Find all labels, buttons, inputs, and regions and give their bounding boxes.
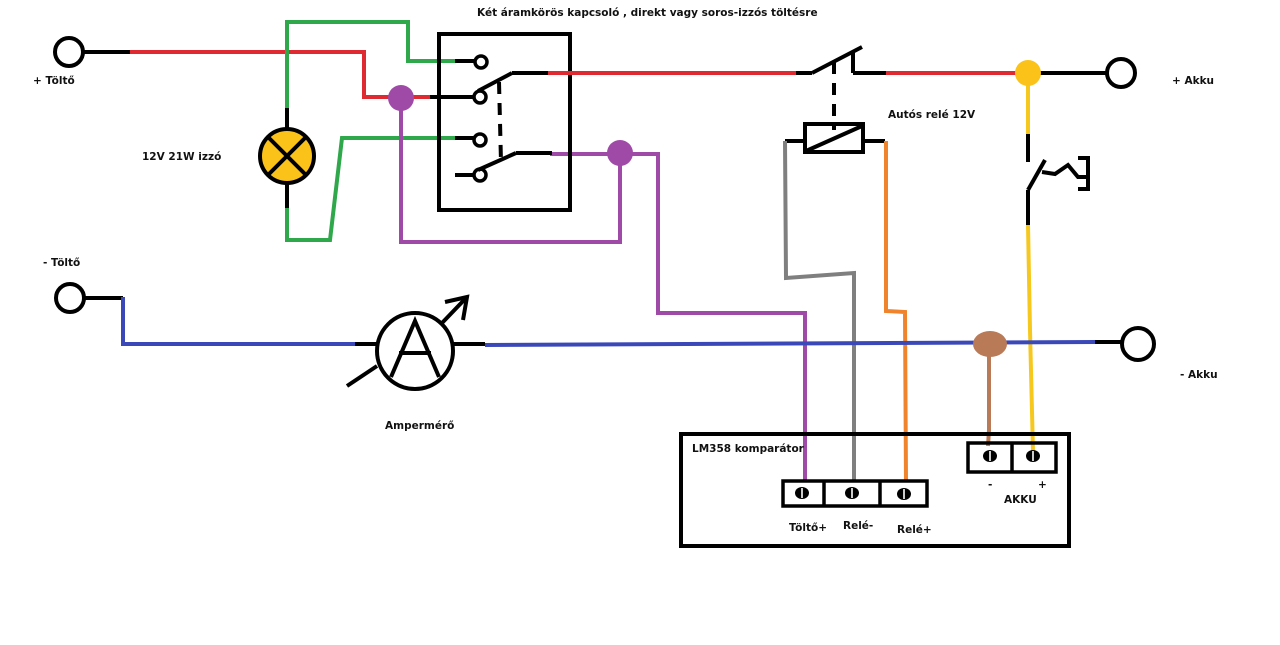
orange-wire-relay-plus <box>884 141 908 483</box>
battery-minus-label: - Akku <box>1180 369 1218 381</box>
charger-plus-terminal <box>53 36 130 68</box>
screw-terminal-icon[interactable] <box>1026 450 1040 462</box>
terminal-ring-icon <box>53 36 85 68</box>
battery-plus-label: + Akku <box>1172 75 1214 87</box>
green-wire-bulb-top <box>285 20 455 108</box>
green-wire-bulb-bottom <box>285 136 455 242</box>
charger-minus-label: - Töltő <box>43 257 80 269</box>
yellow-wire-bottom <box>1026 224 1035 453</box>
screw-terminal-icon[interactable] <box>897 488 911 500</box>
ammeter <box>345 294 485 391</box>
junction-node-brown <box>973 331 1007 357</box>
red-wire-charger-plus <box>130 50 430 99</box>
screw-terminal-icon[interactable] <box>983 450 997 462</box>
brown-wire-akku-minus <box>986 344 991 447</box>
thermal-switch-icon <box>1026 134 1090 225</box>
terminal-label-relay-plus: Relé+ <box>897 524 932 536</box>
screw-terminal-icon[interactable] <box>795 487 809 499</box>
comparator-housing <box>679 432 1071 548</box>
terminal-block-3 <box>781 479 929 508</box>
charger-plus-label: + Töltő <box>33 75 75 87</box>
bulb-label: 12V 21W izzó <box>142 151 221 163</box>
terminal-label-charger-plus: Töltő+ <box>789 522 827 534</box>
purple-wire-bypass <box>399 100 622 244</box>
akku-minus-sign: - <box>988 479 992 491</box>
switch-housing <box>437 32 572 212</box>
akku-plus-sign: + <box>1038 479 1047 491</box>
relay-coil-icon <box>803 122 865 154</box>
relay-label: Autós relé 12V <box>888 109 976 121</box>
screw-terminal-icon[interactable] <box>845 487 859 499</box>
bulb <box>258 108 316 208</box>
terminal-label-relay-minus: Relé- <box>843 520 873 532</box>
terminal-ring-icon <box>1105 57 1137 89</box>
dpdt-switch[interactable] <box>430 32 572 212</box>
terminal-ring-icon <box>54 282 86 314</box>
terminal-block-akku <box>966 441 1058 474</box>
diagram-title: Két áramkörös kapcsoló , direkt vagy sor… <box>477 7 818 19</box>
purple-wire-switch-out <box>550 152 807 480</box>
mechanical-link <box>497 81 503 163</box>
junction-node-purple-1 <box>388 85 414 111</box>
akku-block-label: AKKU <box>1004 494 1037 506</box>
gray-wire-relay-minus <box>783 140 856 482</box>
junction-node-yellow <box>1015 60 1041 86</box>
comparator-board: LM358 komparátor Töltő+ Relé- Relé+ <box>679 432 1071 548</box>
ammeter-label: Ampermérő <box>385 420 454 432</box>
comparator-label: LM358 komparátor <box>692 443 805 455</box>
blue-wire-charger-minus <box>121 297 355 346</box>
relay <box>785 45 886 154</box>
terminal-ring-icon <box>1120 326 1156 362</box>
junction-node-purple-2 <box>607 140 633 166</box>
